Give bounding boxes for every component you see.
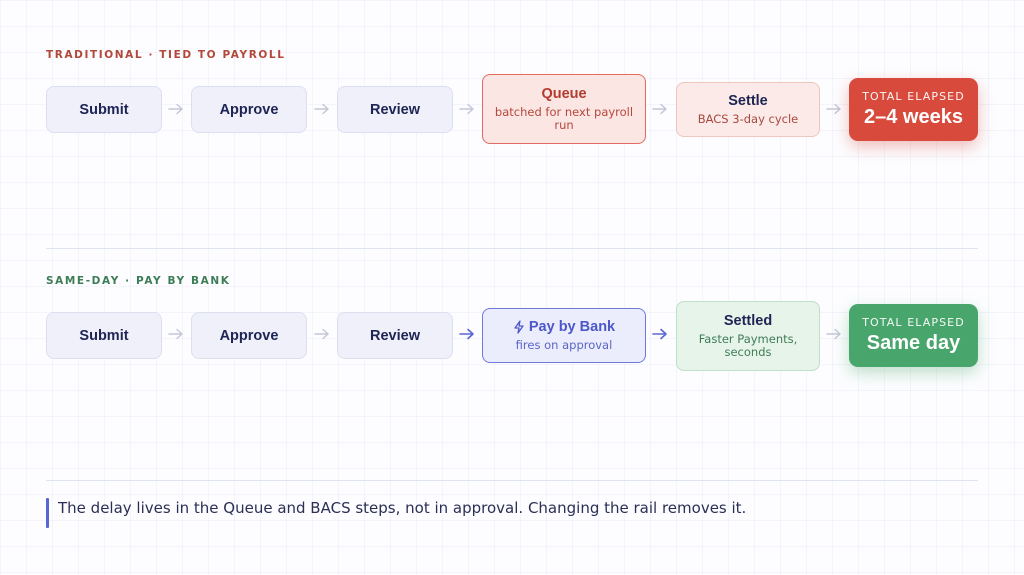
step-title: Submit: [79, 327, 129, 344]
step-title: Approve: [219, 101, 279, 118]
sameday-step-submit: Submit: [46, 312, 162, 359]
step-title: Queue: [541, 86, 587, 102]
arrow-right-icon: [652, 103, 667, 115]
step-subtitle: fires on approval: [515, 338, 613, 352]
step-title: Approve: [219, 327, 279, 344]
step-title: Settled: [723, 313, 773, 329]
total-caption: TOTAL ELAPSED: [862, 316, 965, 329]
total-value: Same day: [866, 332, 961, 354]
sameday-step-review: Review: [337, 312, 453, 359]
sameday-step-pay-by-bank: Pay by Bank fires on approval: [482, 308, 646, 363]
arrow-right-icon: [314, 328, 329, 340]
traditional-step-review: Review: [337, 86, 453, 133]
total-value: 2–4 weeks: [864, 106, 963, 128]
arrow-right-icon: [314, 103, 329, 115]
footnote: The delay lives in the Queue and BACS st…: [58, 499, 747, 517]
step-subtitle: Faster Payments, seconds: [698, 332, 798, 359]
traditional-step-approve: Approve: [191, 86, 307, 133]
sameday-step-approve: Approve: [191, 312, 307, 359]
total-caption: TOTAL ELAPSED: [862, 90, 965, 103]
traditional-step-submit: Submit: [46, 86, 162, 133]
step-title: Submit: [79, 101, 129, 118]
traditional-step-queue: Queue batched for next payroll run: [482, 74, 646, 144]
arrow-right-icon: [826, 103, 841, 115]
arrow-right-icon: [459, 328, 474, 340]
traditional-total-elapsed: TOTAL ELAPSED 2–4 weeks: [849, 78, 978, 141]
step-subtitle: BACS 3-day cycle: [697, 112, 799, 126]
section-divider: [46, 248, 978, 249]
arrow-right-icon: [168, 103, 183, 115]
arrow-right-icon: [459, 103, 474, 115]
step-title: Review: [370, 327, 420, 344]
traditional-step-settle: Settle BACS 3-day cycle: [676, 82, 820, 137]
sameday-row-label: SAME-DAY · PAY BY BANK: [46, 275, 231, 287]
step-subtitle: batched for next payroll run: [494, 105, 634, 132]
arrow-right-icon: [168, 328, 183, 340]
section-divider: [46, 480, 978, 481]
step-title-row: Pay by Bank: [513, 319, 615, 335]
arrow-right-icon: [652, 328, 667, 340]
lightning-bolt-icon: [514, 320, 524, 334]
sameday-step-settled: Settled Faster Payments, seconds: [676, 301, 820, 371]
step-title: Review: [370, 101, 420, 118]
step-title: Pay by Bank: [528, 319, 616, 335]
sameday-total-elapsed: TOTAL ELAPSED Same day: [849, 304, 978, 367]
traditional-row-label: TRADITIONAL · TIED TO PAYROLL: [46, 49, 286, 61]
note-accent-bar: [46, 498, 49, 528]
arrow-right-icon: [826, 328, 841, 340]
step-title: Settle: [728, 93, 768, 109]
